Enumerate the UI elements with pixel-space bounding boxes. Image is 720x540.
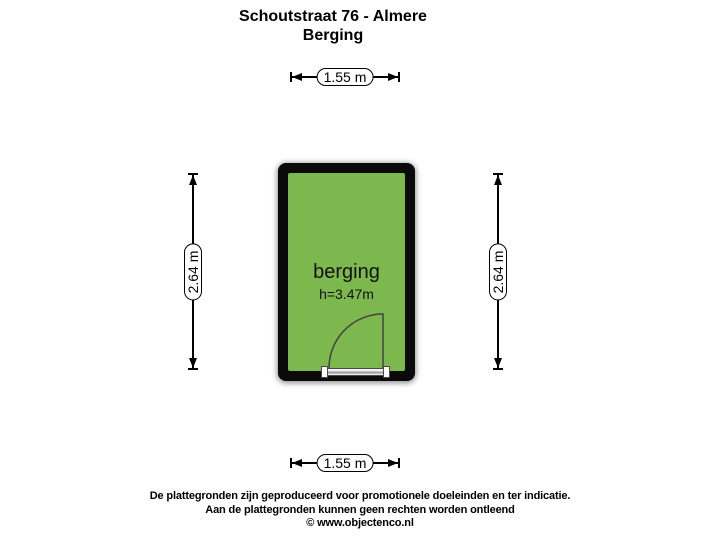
door-swing-icon — [328, 313, 384, 369]
tick — [188, 173, 198, 175]
room-floor: berging h=3.47m — [288, 173, 405, 371]
tick — [493, 173, 503, 175]
arrow-down-icon — [189, 358, 197, 368]
arrow-left-icon — [292, 73, 302, 81]
tick — [398, 458, 400, 468]
tick — [398, 72, 400, 82]
arrow-right-icon — [388, 459, 398, 467]
dimension-right: 2.64 m — [488, 173, 508, 370]
tick — [290, 72, 292, 82]
door-post — [383, 366, 390, 378]
threshold-rail — [327, 368, 384, 376]
arrow-down-icon — [494, 358, 502, 368]
disclaimer-line-3: © www.objectenco.nl — [306, 517, 414, 529]
dimension-bottom: 1.55 m — [290, 453, 400, 473]
plan-title-room: Berging — [302, 27, 364, 44]
tick — [290, 458, 292, 468]
door-threshold — [321, 366, 390, 378]
arrow-left-icon — [292, 459, 302, 467]
arrow-right-icon — [388, 73, 398, 81]
room-label: berging h=3.47m — [288, 261, 405, 302]
arrow-up-icon — [494, 175, 502, 185]
tick — [493, 368, 503, 370]
plan-title-address: Schoutstraat 76 - Almere — [239, 8, 427, 25]
door-post — [321, 366, 328, 378]
disclaimer-line-2: Aan de plattegronden kunnen geen rechten… — [205, 503, 515, 516]
arrow-up-icon — [189, 175, 197, 185]
dimension-label: 2.64 m — [489, 243, 507, 300]
dimension-top: 1.55 m — [290, 67, 400, 87]
dimension-label: 1.55 m — [316, 454, 374, 472]
door-arc — [328, 313, 384, 369]
tick — [188, 368, 198, 370]
room-height-label: h=3.47m — [319, 286, 374, 302]
dimension-label: 2.64 m — [184, 243, 202, 300]
room-name-label: berging — [313, 261, 380, 283]
dimension-left: 2.64 m — [183, 173, 203, 370]
disclaimer-line-1: De plattegronden zijn geproduceerd voor … — [149, 490, 571, 502]
disclaimer: De plattegronden zijn geproduceerd voor … — [150, 490, 571, 531]
room-berging: berging h=3.47m — [278, 163, 415, 381]
plan-title: Schoutstraat 76 - Almere Berging — [239, 7, 427, 45]
dimension-label: 1.55 m — [316, 68, 374, 86]
